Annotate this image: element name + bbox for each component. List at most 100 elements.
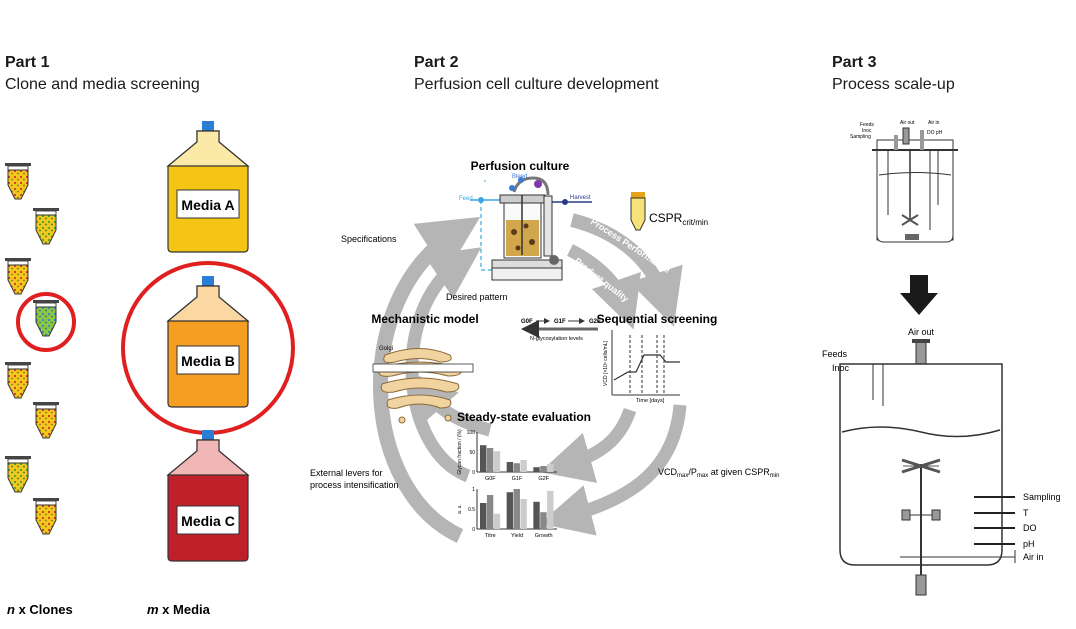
clone-tube-5 [4,361,32,399]
glycan-chart-bar [506,462,514,472]
au-chart-category-label: Growth [535,533,553,539]
levers-label-line2: process intensification [310,480,399,490]
part1-title: Part 1 [5,54,50,71]
glycan-chart-bar [540,466,547,472]
glycan-chart-tick-label: 100 [467,430,476,436]
clone-tube-3 [4,257,32,295]
part1-diagram: Media A Media B Media C n x Clones m x M… [4,121,295,617]
vcd-time-plot [611,330,680,396]
au-chart-bar [540,512,547,529]
part2-subtitle: Perfusion cell culture development [414,76,659,93]
media-bottle-c [166,430,250,562]
au-chart-bar [506,492,514,529]
au-chart-bar [520,499,527,529]
glycan-chart-bar [493,451,501,472]
small-inoc-label: Inoc [862,128,872,134]
glycan-g0f: G0F [521,319,533,325]
au-chart-bar [547,491,554,529]
glycan-chart-tick-label: 50 [469,450,475,456]
glycan-g2f: G2F [589,319,601,325]
harvest-label: Harvest [570,195,591,201]
time-axis-label: Time [days] [636,398,665,404]
big-ph-label: pH [1023,539,1035,549]
part3-subtitle: Process scale-up [832,76,955,93]
au-chart-category-label: Yield [511,533,523,539]
big-air-out-label: Air out [908,327,935,337]
glycan-chart-category-label: G1F [512,476,523,482]
glycan-chart-bar [486,448,494,472]
cspr-tube-icon [630,192,646,231]
golgi-illustration [372,348,474,424]
media-b-label: Media B [181,353,235,369]
au-chart-bar [533,501,540,529]
media-a-label: Media A [181,197,234,213]
glycan-chart-bar [547,464,554,472]
sequential-screening-title: Sequential screening [597,312,718,326]
glycan-chart-category-label: G0F [485,476,496,482]
media-bottle-b [166,276,250,408]
au-chart-tick-label: 1 [472,487,475,493]
clone-tube-1 [4,162,32,200]
big-do-label: DO [1023,523,1037,533]
glycan-chart-bar [513,463,520,472]
scale-up-arrow [900,275,938,315]
selected-clone-circle [16,292,76,352]
au-chart-tick-label: 0.5 [468,507,475,513]
au-chart-tick-label: 0 [472,527,475,533]
part3-title: Part 3 [832,54,877,71]
media-count-label: m x Media [147,602,211,617]
au-chart-bar [486,495,494,529]
glycan-chart-bar [480,445,487,472]
vcd-pmax-label: VCDmax/Pmax at given CSPRmin [658,467,779,479]
bleed-label: Bleed [512,174,527,180]
clones-count-label: n x Clones [7,602,73,617]
big-feeds-label: Feeds [822,349,848,359]
glycan-chart-category-label: G2F [538,476,549,482]
levers-label-line1: External levers for [310,468,383,478]
part1-subtitle: Clone and media screening [5,76,200,93]
big-sampling-label: Sampling [1023,492,1061,502]
mechanistic-model-title: Mechanistic model [371,312,478,326]
clone-tube-2 [32,207,60,245]
large-bioreactor [839,339,1016,596]
au-chart-bar [493,513,501,529]
steady-state-title: Steady-state evaluation [457,410,591,424]
small-feeds-label: Feeds [860,122,874,128]
desired-pattern-label: Desired pattern [446,292,508,302]
big-inoc-label: Inoc [832,363,850,373]
specifications-label: Specifications [341,234,397,244]
glycan-fraction-chart: 100 50 0 Glycan fraction / (%) G0F G1F G2F [457,429,557,482]
feed-label: Feed [459,196,473,202]
big-air-in-label: Air in [1023,552,1044,562]
glycan-chart-tick-label: 0 [472,470,475,476]
small-do-ph-label: DO pH [927,130,943,136]
clone-tube-6 [32,401,60,439]
big-t-label: T [1023,508,1029,518]
au-chart-bar [513,489,520,529]
au-chart-y-label: a. u. [457,504,463,514]
glycan-g1f: G1F [554,319,566,325]
vcd-axis-label: VCD [×10⁶ cells/mL] [603,340,609,386]
glycan-chart-bar [533,467,540,472]
golgi-label: Golgi [379,346,393,352]
au-chart-category-label: Titre [485,533,496,539]
glycan-chart-y-label: Glycan fraction / (%) [457,429,463,475]
part2-title: Part 2 [414,54,459,71]
small-air-out-label: Air out [900,120,915,126]
part2-diagram: Perfusion culture Feed Bleed Harvest CSP… [310,159,779,543]
media-c-label: Media C [181,513,235,529]
clone-tube-4 [32,299,60,337]
perfusion-bioreactor [470,176,592,281]
part3-diagram: Feeds Inoc Sampling Air out Air in DO pH… [822,120,1061,596]
small-air-in-label: Air in [928,120,940,126]
clone-tube-7 [4,455,32,493]
small-sampling-label: Sampling [850,134,871,140]
clone-tube-8 [32,497,60,535]
media-bottle-a [166,121,250,253]
au-chart: 1 0.5 0 a. u. Titre Yield Growth [457,487,557,539]
perfusion-culture-title: Perfusion culture [471,159,570,173]
cspr-label: CSPRcrit/min [649,211,708,227]
small-bioreactor [872,127,958,243]
au-chart-bar [480,503,487,529]
nglyco-label: N-glycosylation levels [530,336,583,342]
